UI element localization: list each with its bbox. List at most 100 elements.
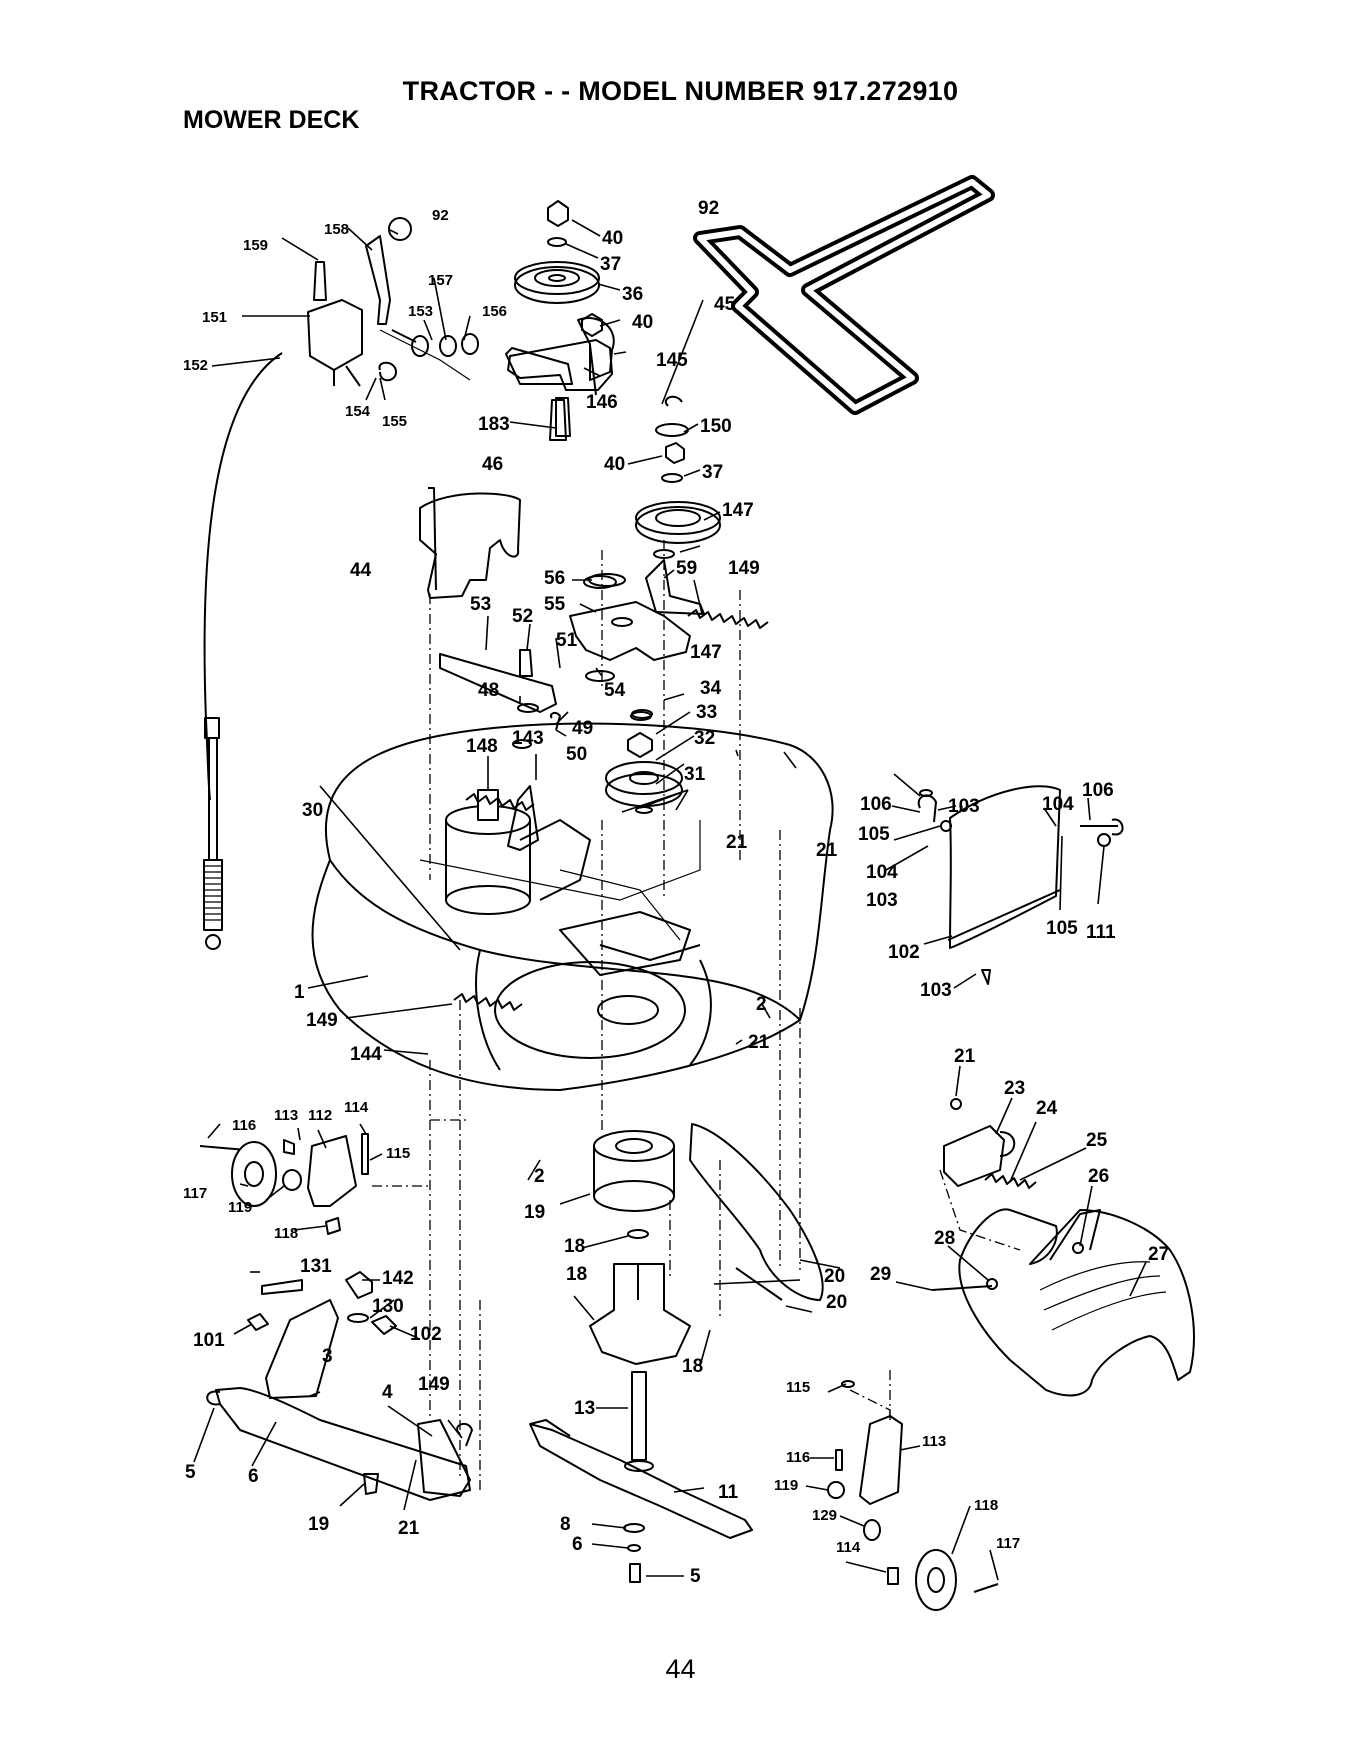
callout-105a: 106 [1082, 780, 1114, 801]
lift-bracket [307, 217, 479, 387]
callout-56: 56 [544, 568, 565, 589]
callout-59: 59 [676, 558, 697, 579]
callout-106b: 111 [1086, 922, 1116, 943]
callout-156: 157 [428, 272, 453, 289]
callout-46: 46 [482, 454, 503, 475]
callout-21d: 21 [398, 1518, 420, 1539]
callout-145: 147 [722, 500, 754, 521]
callout-92a: 101 [193, 1330, 225, 1351]
callout-154: 155 [382, 413, 407, 430]
callout-18a: 20 [826, 1292, 847, 1313]
page-title: TRACTOR - - MODEL NUMBER 917.272910 [402, 76, 959, 106]
callout-34: 30 [302, 800, 323, 821]
callout-118a: 118 [274, 1225, 298, 1242]
callout-153b: 154 [345, 403, 371, 420]
callout-158: 159 [243, 237, 268, 254]
callout-5: 5 [185, 1462, 196, 1483]
callout-113b: 114 [836, 1539, 861, 1556]
page-number: 44 [665, 1654, 696, 1684]
callout-101: 102 [888, 942, 920, 963]
callout-10: 8 [560, 1514, 571, 1535]
callout-26: 26 [1088, 1166, 1109, 1187]
callout-116a: 116 [232, 1117, 256, 1134]
deck-support-arm [689, 1123, 824, 1301]
callout-16: 19 [524, 1202, 545, 1223]
callout-113a: 113 [274, 1107, 298, 1124]
callout-117b: 118 [974, 1497, 998, 1514]
callout-146: 147 [690, 642, 722, 663]
drive-belt [693, 175, 995, 415]
callout-55: 55 [544, 594, 566, 615]
callout-21c: 21 [748, 1032, 770, 1053]
callout-92b: 102 [410, 1324, 442, 1345]
lift-link-assembly [206, 1271, 473, 1501]
callout-32: 33 [696, 702, 717, 723]
tension-springs [453, 609, 769, 1011]
callout-14: 18 [566, 1264, 587, 1285]
idler-arm-left [439, 649, 561, 749]
callout-116b: 117 [996, 1535, 1020, 1552]
callout-50: 50 [566, 744, 587, 765]
callout-105b: 105 [858, 824, 890, 845]
callout-130: 131 [300, 1256, 332, 1277]
gauge-wheel-left [199, 1133, 369, 1235]
callout-21b: 21 [816, 840, 838, 861]
callout-49: 49 [572, 718, 593, 739]
section-title: MOWER DECK [183, 106, 360, 134]
callout-9: 6 [572, 1534, 583, 1555]
callout-104a: 104 [866, 862, 898, 883]
callout-27: 27 [1148, 1244, 1169, 1265]
callout-153a: 153 [408, 303, 433, 320]
callout-21a: 21 [726, 832, 748, 853]
callout-114b: 115 [786, 1379, 810, 1396]
callout-44: 44 [350, 560, 372, 581]
deck-pulley-assembly [445, 789, 591, 915]
callout-150: 150 [700, 416, 732, 437]
callout-117a: 117 [183, 1185, 207, 1202]
callout-11: 11 [718, 1482, 739, 1503]
callout-115a: 115 [386, 1145, 410, 1162]
callout-112: 113 [922, 1433, 946, 1450]
idler-arm-bracket [507, 785, 539, 851]
mower-deck-housing [311, 722, 834, 1091]
callout-54: 54 [604, 680, 626, 701]
callout-24: 24 [1036, 1098, 1058, 1119]
callout-36: 36 [622, 284, 643, 305]
callout-148: 149 [728, 558, 760, 579]
callout-119b: 129 [812, 1507, 837, 1524]
callout-6: 6 [248, 1466, 259, 1487]
callout-18b: 18 [682, 1356, 703, 1377]
idler-pulley-lower [635, 395, 721, 559]
idler-bracket-on-deck [559, 911, 701, 976]
callout-29: 29 [870, 1264, 891, 1285]
callout-4: 4 [382, 1382, 393, 1403]
callout-1: 1 [294, 982, 305, 1003]
belt-guide [419, 487, 521, 599]
idler-pulley-top [507, 200, 613, 441]
mower-blade [529, 1419, 753, 1583]
callout-142a: 143 [512, 728, 544, 749]
callout-103a: 104 [1042, 794, 1074, 815]
assembly-guide-lines [372, 540, 1021, 1490]
callout-15: 18 [564, 1236, 585, 1257]
callout-111: 112 [308, 1107, 332, 1124]
callout-23: 23 [1004, 1078, 1025, 1099]
callout-131: 142 [382, 1268, 414, 1289]
callout-68: 92 [698, 198, 719, 219]
callout-40c: 40 [604, 454, 625, 475]
callout-157: 158 [324, 221, 349, 238]
callout-51: 51 [556, 630, 578, 651]
callout-21e: 21 [954, 1046, 976, 1067]
callout-2b: 2 [534, 1166, 545, 1187]
callout-53: 53 [470, 594, 491, 615]
callout-103b: 103 [866, 890, 898, 911]
callout-2a: 2 [756, 994, 767, 1015]
callout-118b: 119 [774, 1477, 798, 1494]
callout-106a: 106 [860, 794, 892, 815]
callout-149: 149 [418, 1374, 450, 1395]
callout-67: 92 [432, 207, 449, 224]
callout-13: 13 [574, 1398, 595, 1419]
discharge-chute [931, 1208, 1195, 1397]
callout-31: 32 [694, 728, 715, 749]
callout-152: 152 [183, 357, 208, 374]
